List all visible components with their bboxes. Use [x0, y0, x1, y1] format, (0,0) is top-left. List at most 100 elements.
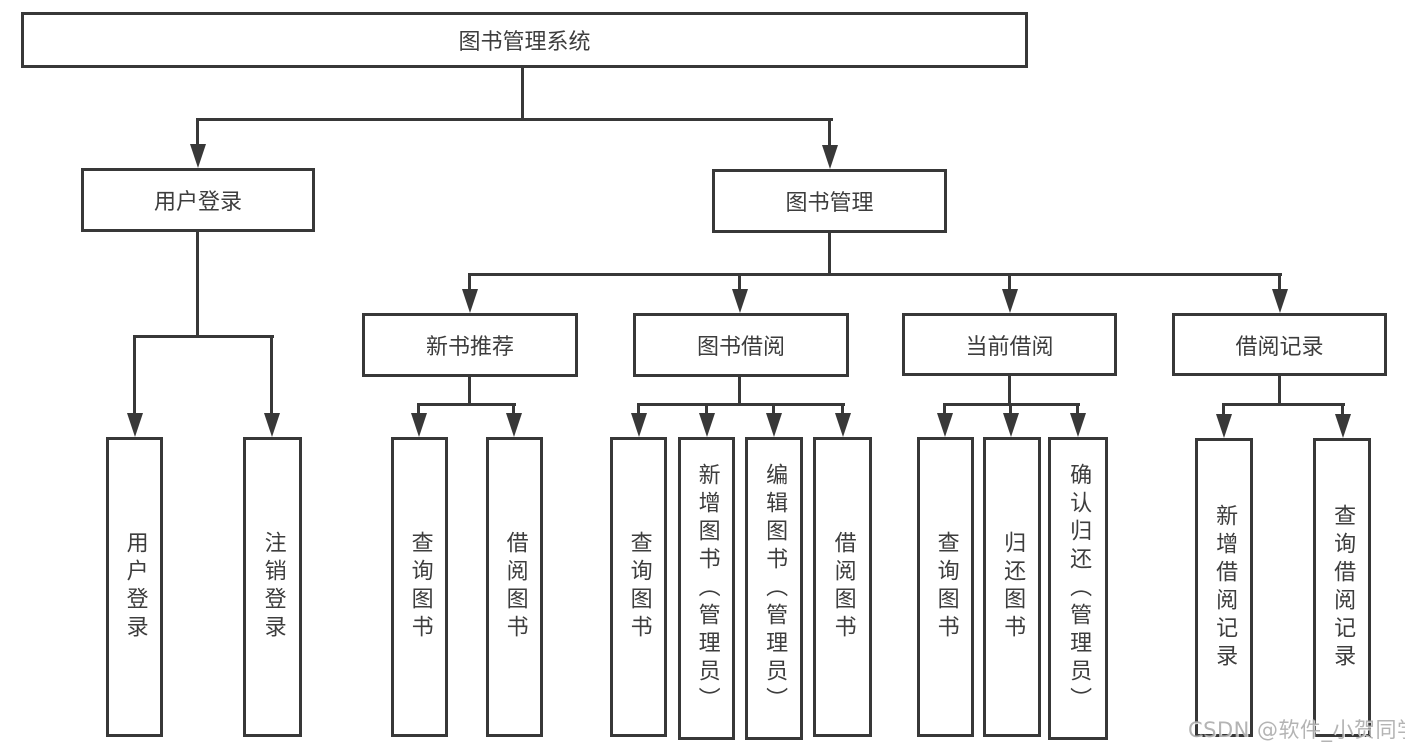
arrow-to-current-return: [1003, 403, 1019, 437]
node-new-books: 新书推荐: [362, 313, 578, 377]
node-label: 新增图书（管理员）: [694, 462, 720, 715]
connector-newbooks-branch: [417, 403, 516, 406]
arrow-shaft: [637, 403, 640, 417]
node-user-login: 用户登录: [81, 168, 315, 232]
node-label: 确认归还（管理员）: [1066, 462, 1092, 715]
arrow-head-icon: [631, 413, 647, 437]
arrow-shaft: [512, 403, 515, 417]
node-leaf-records-add: 新增借阅记录: [1195, 438, 1253, 737]
arrow-shaft: [270, 335, 273, 417]
arrow-shaft: [133, 335, 136, 417]
arrow-to-borrow-search: [631, 403, 647, 437]
arrow-to-current-borrow: [1002, 273, 1018, 313]
arrow-to-current-confirm: [1070, 403, 1086, 437]
arrow-head-icon: [190, 144, 206, 168]
arrow-to-records-search: [1335, 403, 1351, 438]
arrow-to-leaf-logout: [264, 335, 280, 437]
node-leaf-newbooks-search: 查询图书: [391, 437, 448, 737]
node-label: 编辑图书（管理员）: [762, 462, 788, 715]
arrow-head-icon: [732, 289, 748, 313]
connector-root-branch: [196, 118, 833, 121]
arrow-shaft: [738, 273, 741, 293]
node-label: 借阅图书: [502, 531, 528, 643]
arrow-to-book-borrow: [732, 273, 748, 313]
node-leaf-borrow-edit: 编辑图书（管理员）: [745, 437, 803, 740]
node-leaf-current-confirm: 确认归还（管理员）: [1048, 437, 1108, 740]
arrow-shaft: [828, 118, 831, 149]
arrow-head-icon: [1335, 414, 1351, 438]
node-leaf-borrow-borrow: 借阅图书: [813, 437, 872, 737]
node-book-borrow: 图书借阅: [633, 313, 849, 377]
connector-borrow-stub: [738, 377, 741, 406]
connector-mgmt-branch: [468, 273, 1282, 276]
arrow-to-current-search: [937, 403, 953, 437]
arrow-to-borrow-records: [1272, 273, 1288, 313]
arrow-to-newbooks-search: [411, 403, 427, 437]
connector-borrow-branch: [637, 403, 845, 406]
node-leaf-user-login: 用户登录: [106, 437, 163, 737]
arrow-head-icon: [937, 413, 953, 437]
node-label: 借阅图书: [830, 531, 856, 643]
arrow-head-icon: [1272, 289, 1288, 313]
arrow-to-leaf-user-login: [127, 335, 143, 437]
arrow-head-icon: [127, 413, 143, 437]
connector-newbooks-stub: [468, 377, 471, 406]
node-book-mgmt: 图书管理: [712, 169, 947, 233]
arrow-head-icon: [699, 413, 715, 437]
arrow-shaft: [196, 118, 199, 148]
arrow-head-icon: [1216, 414, 1232, 438]
arrow-shaft: [417, 403, 420, 417]
arrow-head-icon: [506, 413, 522, 437]
arrow-shaft: [1222, 403, 1225, 418]
node-label: 查询借阅记录: [1330, 503, 1356, 672]
node-leaf-current-return: 归还图书: [983, 437, 1041, 737]
arrow-head-icon: [1002, 289, 1018, 313]
arrow-head-icon: [766, 413, 782, 437]
arrow-to-newbooks-borrow: [506, 403, 522, 437]
arrow-head-icon: [1070, 413, 1086, 437]
arrow-to-borrow-borrow: [835, 403, 851, 437]
node-label: 注销登录: [260, 531, 286, 643]
node-label: 查询图书: [407, 531, 433, 643]
arrow-head-icon: [411, 413, 427, 437]
arrow-shaft: [468, 273, 471, 293]
connector-login-stub: [196, 232, 199, 338]
connector-records-branch: [1222, 403, 1345, 406]
arrow-shaft: [1341, 403, 1344, 418]
arrow-shaft: [705, 403, 708, 417]
arrow-shaft: [943, 403, 946, 417]
node-label: 新增借阅记录: [1212, 503, 1238, 672]
connector-current-stub: [1008, 376, 1011, 406]
csdn-watermark: CSDN @软件_小贺同学: [1188, 718, 1405, 742]
connector-root-stub: [521, 66, 524, 121]
node-leaf-borrow-search: 查询图书: [610, 437, 667, 737]
arrow-shaft: [841, 403, 844, 417]
node-current-borrow: 当前借阅: [902, 313, 1117, 376]
arrow-to-new-books: [462, 273, 478, 313]
node-leaf-borrow-add: 新增图书（管理员）: [678, 437, 735, 740]
node-leaf-newbooks-borrow: 借阅图书: [486, 437, 543, 737]
connector-login-branch: [133, 335, 274, 338]
node-borrow-records: 借阅记录: [1172, 313, 1387, 376]
node-root: 图书管理系统: [21, 12, 1028, 68]
arrow-head-icon: [462, 289, 478, 313]
node-leaf-records-search: 查询借阅记录: [1313, 438, 1371, 737]
node-leaf-current-search: 查询图书: [917, 437, 974, 737]
arrow-head-icon: [1003, 413, 1019, 437]
arrow-shaft: [772, 403, 775, 417]
arrow-head-icon: [264, 413, 280, 437]
arrow-shaft: [1076, 403, 1079, 417]
arrow-to-user-login: [190, 118, 206, 168]
arrow-to-records-add: [1216, 403, 1232, 438]
connector-records-stub: [1278, 376, 1281, 406]
arrow-shaft: [1009, 403, 1012, 417]
arrow-head-icon: [835, 413, 851, 437]
arrow-head-icon: [822, 145, 838, 169]
arrow-to-borrow-edit: [766, 403, 782, 437]
node-label: 归还图书: [1000, 531, 1026, 643]
arrow-shaft: [1278, 273, 1281, 293]
connector-mgmt-stub: [828, 233, 831, 276]
node-label: 查询图书: [933, 531, 959, 643]
node-label: 用户登录: [122, 531, 148, 643]
